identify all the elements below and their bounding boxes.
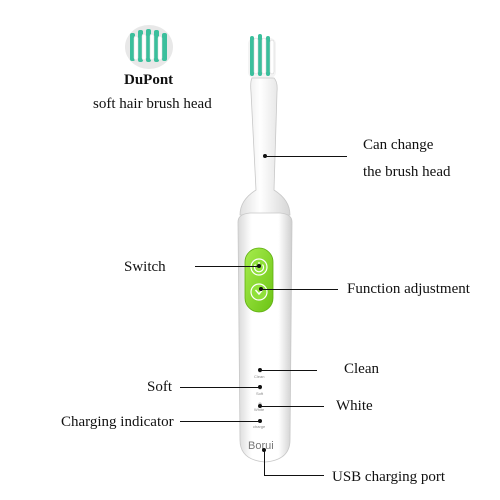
brush-head-detail [125, 25, 173, 69]
callout-line-soft [180, 387, 260, 388]
callout-dot-white [258, 404, 262, 408]
label-soft: Soft [147, 379, 173, 395]
callout-line-charging [180, 421, 260, 422]
callout-line-white [260, 406, 324, 407]
callout-line-usb-vertical [264, 450, 265, 475]
label-can-change: Can change [363, 137, 434, 153]
callout-dot-usb [262, 448, 266, 452]
callout-line-clean [260, 370, 317, 371]
callout-dot-clean [258, 368, 262, 372]
handle-label-soft: Soft [256, 391, 264, 396]
callout-line-brush-head [265, 156, 347, 157]
main-bristles [248, 34, 276, 78]
callout-dot-brush-head [263, 154, 267, 158]
callout-dot-switch [257, 264, 261, 268]
callout-line-function [261, 289, 338, 290]
handle-label-clean: Clean [254, 374, 265, 379]
label-clean: Clean [344, 361, 379, 377]
label-switch: Switch [124, 259, 166, 275]
callout-dot-charging [258, 419, 262, 423]
callout-dot-function [259, 287, 263, 291]
label-usb-charging-port: USB charging port [332, 469, 446, 485]
label-the-brush-head: the brush head [363, 164, 451, 180]
label-soft-hair-brush-head: soft hair brush head [93, 96, 212, 112]
handle-label-white: White [254, 407, 265, 412]
label-white: White [336, 398, 373, 414]
callout-line-usb-horizontal [264, 475, 324, 476]
label-charging-indicator: Charging indicator [61, 414, 174, 430]
callout-line-switch [195, 266, 259, 267]
label-dupont: DuPont [124, 72, 174, 88]
callout-dot-soft [258, 385, 262, 389]
handle-label-charge: charge [253, 424, 266, 429]
brand-logo: Borui [248, 440, 274, 452]
label-function-adjustment: Function adjustment [347, 281, 470, 297]
